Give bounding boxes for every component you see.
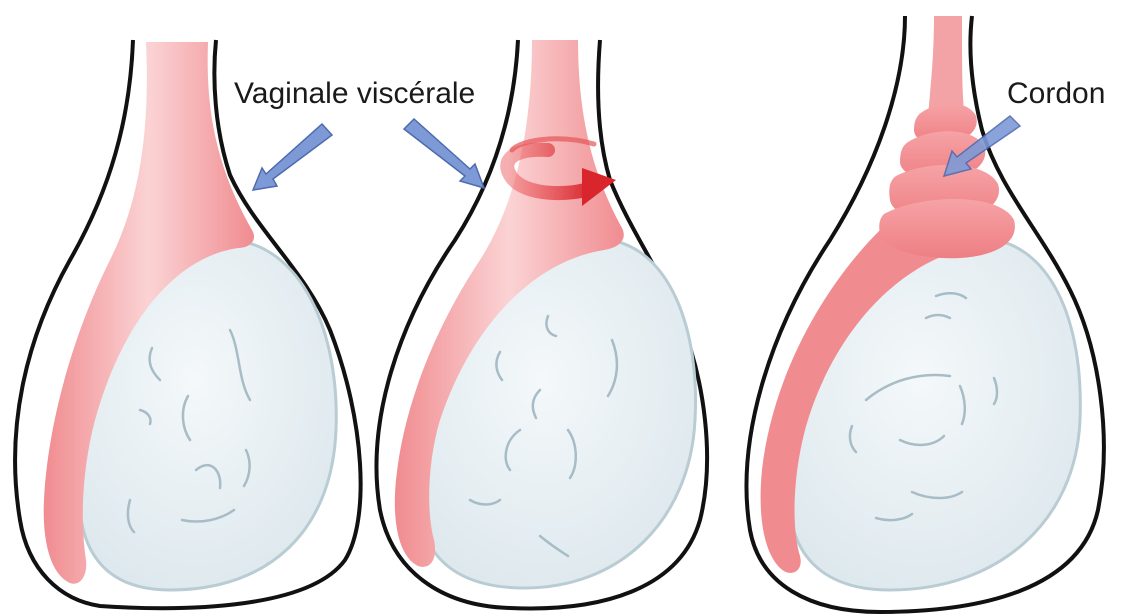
panel-normal xyxy=(15,40,361,608)
label-cordon: Cordon xyxy=(1007,77,1105,110)
label-vaginale-viscerale: Vaginale viscérale xyxy=(234,77,475,110)
pointer-arrow-icon xyxy=(404,119,484,188)
pointer-arrow-icon xyxy=(253,124,332,190)
testis xyxy=(418,240,695,588)
panel-rotation xyxy=(377,40,708,608)
